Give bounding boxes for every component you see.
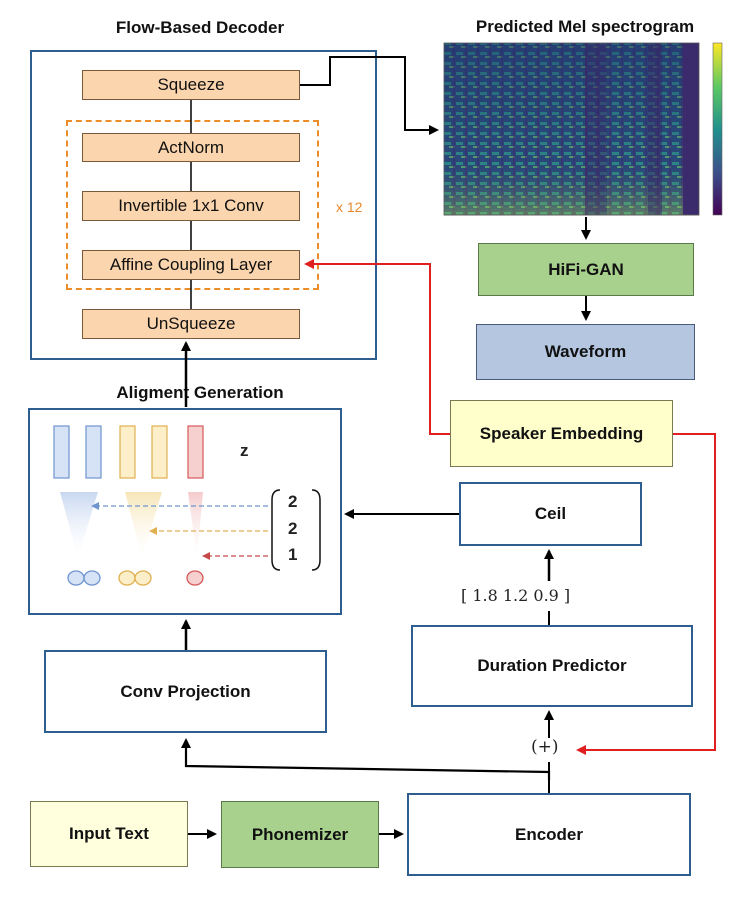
flow-decoder-title: Flow-Based Decoder [115, 18, 285, 37]
alignment-dashed-arrows [91, 502, 268, 560]
duration-vector-value: 2 [288, 519, 298, 538]
duration-predictor-box: Duration Predictor [411, 625, 693, 707]
flow-decoder-frame [30, 50, 377, 360]
speaker-embedding-box: Speaker Embedding [450, 400, 673, 467]
phonemizer-box: Phonemizer [221, 801, 379, 868]
mel-spectrogram-image [443, 42, 700, 216]
invertible-conv-block: Invertible 1x1 Conv [82, 191, 300, 221]
z-label: z [240, 441, 249, 460]
ceil-box: Ceil [459, 482, 642, 546]
token-circles [67, 570, 204, 586]
alignment-cones [60, 492, 203, 558]
squeeze-block: Squeeze [82, 70, 300, 100]
hifigan-box: HiFi-GAN [478, 243, 694, 296]
duration-vector-value: 2 [288, 492, 298, 511]
repeat-block-frame [66, 120, 319, 290]
duration-values-label: [ 1.8 1.2 0.9 ] [461, 586, 571, 605]
latent-z-bars [53, 425, 204, 479]
alignment-frame [28, 408, 342, 615]
spectrogram-title: Predicted Mel spectrogram [475, 17, 695, 36]
repeat-count-label: x 12 [336, 199, 363, 215]
unsqueeze-block: UnSqueeze [82, 309, 300, 339]
spectrogram-colorbar [712, 42, 723, 216]
alignment-title: Aligment Generation [116, 383, 284, 402]
actnorm-block: ActNorm [82, 133, 300, 162]
conv-projection-box: Conv Projection [44, 650, 327, 733]
encoder-box: Encoder [407, 793, 691, 876]
waveform-box: Waveform [476, 324, 695, 380]
affine-coupling-block: Affine Coupling Layer [82, 250, 300, 280]
duration-vector-brackets [271, 489, 321, 571]
concat-plus-symbol: (+) [531, 737, 559, 757]
duration-vector-value: 1 [288, 545, 298, 564]
input-text-box: Input Text [30, 801, 188, 867]
